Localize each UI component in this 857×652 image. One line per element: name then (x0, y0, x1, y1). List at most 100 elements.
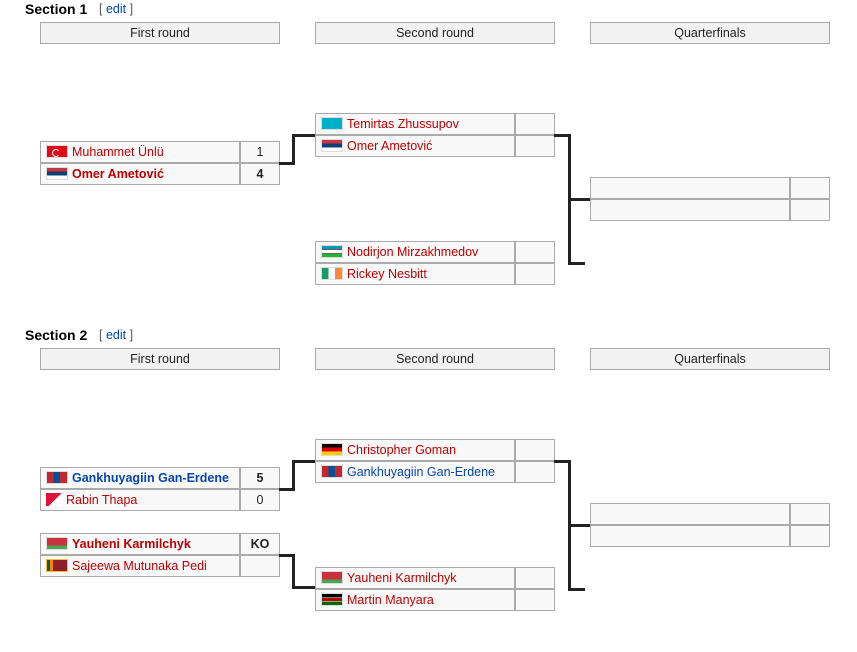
score-cell (790, 199, 830, 221)
player-link[interactable]: Rabin Thapa (66, 493, 138, 507)
turkey-flag-icon (46, 145, 68, 158)
round-header-first-round: First round (40, 22, 280, 44)
mongolia-flag-icon (321, 465, 343, 478)
bracket-row: Rickey Nesbitt (315, 263, 555, 285)
player-cell: Christopher Goman (315, 439, 515, 461)
score-cell: 4 (240, 163, 280, 185)
bracket-row: Temirtas Zhussupov (315, 113, 555, 135)
mongolia-flag-icon (46, 471, 68, 484)
bracket-row: Martin Manyara (315, 589, 555, 611)
bracket-row: Christopher Goman (315, 439, 555, 461)
bracket-row: Sajeewa Mutunaka Pedi (40, 555, 280, 577)
player-link[interactable]: Sajeewa Mutunaka Pedi (72, 559, 207, 573)
player-cell: Martin Manyara (315, 589, 515, 611)
score-cell (515, 241, 555, 263)
player-link[interactable]: Gankhuyagiin Gan-Erdene (72, 471, 229, 485)
player-cell: Rabin Thapa (40, 489, 240, 511)
score-cell (515, 113, 555, 135)
bracket-connector (568, 588, 585, 591)
bracket-connector (292, 554, 295, 589)
bracket-row (590, 199, 830, 221)
bracket-row: Omer Ametović (315, 135, 555, 157)
score-cell (515, 567, 555, 589)
round-header-first-round: First round (40, 348, 280, 370)
bracket-connector (292, 460, 295, 491)
bracket-row: Gankhuyagiin Gan-Erdene (315, 461, 555, 483)
round-header-second-round: Second round (315, 22, 555, 44)
section-title: Section 1 (25, 1, 88, 17)
player-cell (590, 199, 790, 221)
player-cell: Muhammet Ünlü (40, 141, 240, 163)
round-header-second-round: Second round (315, 348, 555, 370)
player-cell: Temirtas Zhussupov (315, 113, 515, 135)
player-cell: Sajeewa Mutunaka Pedi (40, 555, 240, 577)
player-cell (590, 503, 790, 525)
score-cell (515, 135, 555, 157)
belarus-flag-icon (46, 537, 68, 550)
score-cell (240, 555, 280, 577)
score-cell (515, 439, 555, 461)
score-cell (515, 589, 555, 611)
player-cell (590, 525, 790, 547)
kenya-flag-icon (321, 593, 343, 606)
edit-link[interactable]: edit (105, 2, 127, 16)
bracket-row (590, 503, 830, 525)
player-link[interactable]: Muhammet Ünlü (72, 145, 164, 159)
player-cell: Omer Ametović (315, 135, 515, 157)
bracket-connector (279, 554, 295, 557)
round-header-quarterfinals: Quarterfinals (590, 348, 830, 370)
player-link[interactable]: Yauheni Karmilchyk (347, 571, 457, 585)
player-link[interactable]: Omer Ametović (72, 167, 164, 181)
bracket-connector (292, 134, 295, 165)
bracket-row: Rabin Thapa 0 (40, 489, 280, 511)
score-cell (790, 177, 830, 199)
uzbekistan-flag-icon (321, 245, 343, 258)
nepal-flag-icon (46, 493, 62, 506)
score-cell (515, 263, 555, 285)
bracket-connector (279, 488, 295, 491)
player-cell: Rickey Nesbitt (315, 263, 515, 285)
player-cell: Omer Ametović (40, 163, 240, 185)
bracket-connector (568, 198, 590, 201)
belarus-flag-icon (321, 571, 343, 584)
bracket-row (590, 177, 830, 199)
ireland-flag-icon (321, 267, 343, 280)
player-cell: Yauheni Karmilchyk (315, 567, 515, 589)
player-link[interactable]: Martin Manyara (347, 593, 434, 607)
sri-lanka-flag-icon (46, 559, 68, 572)
bracket-connector (292, 460, 315, 463)
germany-flag-icon (321, 443, 343, 456)
player-link[interactable]: Temirtas Zhussupov (347, 117, 459, 131)
bracket-row: Yauheni Karmilchyk KO (40, 533, 280, 555)
bracket-connector (279, 162, 295, 165)
player-link[interactable]: Christopher Goman (347, 443, 457, 457)
bracket-row: Omer Ametović 4 (40, 163, 280, 185)
player-link[interactable]: Rickey Nesbitt (347, 267, 427, 281)
player-link[interactable]: Yauheni Karmilchyk (72, 537, 191, 551)
serbia-flag-icon (46, 167, 68, 180)
bracket-connector (568, 262, 585, 265)
score-cell: 0 (240, 489, 280, 511)
score-cell (515, 461, 555, 483)
bracket-row (590, 525, 830, 547)
player-link[interactable]: Omer Ametović (347, 139, 433, 153)
score-cell (790, 503, 830, 525)
serbia-flag-icon (321, 139, 343, 152)
player-link[interactable]: Gankhuyagiin Gan-Erdene (347, 465, 496, 479)
round-header-quarterfinals: Quarterfinals (590, 22, 830, 44)
player-link[interactable]: Nodirjon Mirzakhmedov (347, 245, 479, 259)
section-1: Section 1 [ edit ] First round Second round… (25, 1, 830, 285)
bracket-connector (292, 586, 315, 589)
edit-link-wrapper: [ edit ] (99, 2, 134, 16)
bracket-row: Yauheni Karmilchyk (315, 567, 555, 589)
score-cell: KO (240, 533, 280, 555)
edit-link[interactable]: edit (105, 328, 127, 342)
player-cell: Gankhuyagiin Gan-Erdene (315, 461, 515, 483)
player-cell: Yauheni Karmilchyk (40, 533, 240, 555)
score-cell (790, 525, 830, 547)
player-cell: Gankhuyagiin Gan-Erdene (40, 467, 240, 489)
bracket-connector (554, 134, 571, 137)
